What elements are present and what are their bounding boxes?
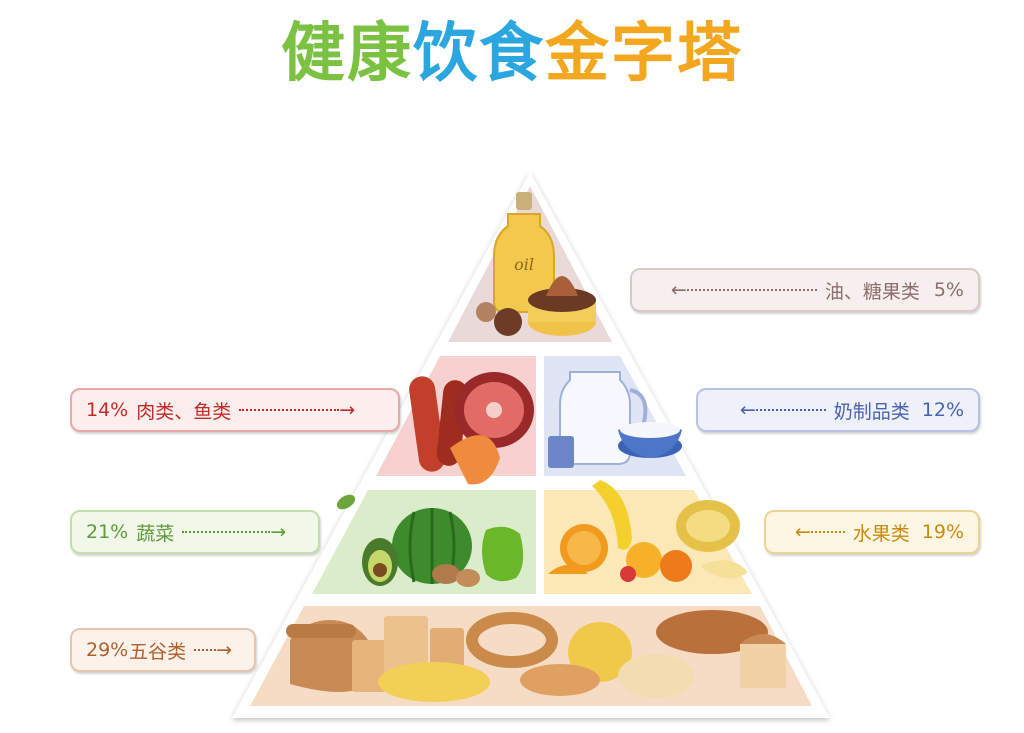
label-fruit: ← 水果类 19% — [764, 510, 980, 554]
label-percent: 12% — [921, 399, 964, 421]
label-percent: 19% — [921, 521, 964, 543]
bread-and-crackers-icon — [286, 610, 786, 702]
arrow-left-icon: ← — [740, 399, 826, 421]
title-char: 饮 — [413, 17, 479, 91]
label-name: 水果类 — [852, 522, 910, 545]
label-name: 肉类、鱼类 — [136, 400, 232, 423]
label-dairy: ← 奶制品类 12% — [696, 388, 980, 432]
arrow-left-icon: ← — [795, 521, 845, 543]
oil-bottle-and-cake-icon: oil — [476, 192, 596, 336]
label-name: 奶制品类 — [833, 400, 910, 423]
title-char: 字 — [611, 17, 677, 91]
milk-jug-and-yogurt-icon — [548, 371, 682, 468]
title-char: 食 — [479, 17, 545, 91]
pumpkin-avocado-pepper-icon — [336, 494, 524, 587]
arrow-left-icon: ← — [671, 279, 817, 301]
label-vegetables: 21% 蔬菜 → — [70, 510, 320, 554]
label-grains: 29% 五谷类 → — [70, 628, 256, 672]
sausage-ham-shrimp-icon — [409, 372, 534, 485]
page-title: 健康饮食金字塔 — [0, 22, 1024, 86]
label-percent: 21% — [86, 521, 129, 543]
label-name: 油、糖果类 — [824, 280, 920, 303]
arrow-right-icon: → — [194, 639, 232, 661]
title-char: 金 — [545, 17, 611, 91]
label-name: 蔬菜 — [136, 522, 175, 545]
title-char: 塔 — [677, 17, 743, 91]
label-name: 五谷类 — [129, 640, 187, 663]
label-percent: 14% — [86, 399, 129, 421]
label-meat-fish: 14% 肉类、鱼类 → — [70, 388, 400, 432]
label-percent: 29% — [86, 639, 129, 661]
svg-text:oil: oil — [514, 255, 534, 274]
label-oil-sugar: ← 油、糖果类 5% — [630, 268, 980, 312]
arrow-right-icon: → — [182, 521, 286, 543]
title-char: 康 — [347, 17, 413, 91]
arrow-right-icon: → — [239, 399, 355, 421]
title-char: 健 — [281, 17, 347, 91]
label-percent: 5% — [933, 279, 964, 301]
banana-orange-melon-icon — [548, 480, 748, 582]
